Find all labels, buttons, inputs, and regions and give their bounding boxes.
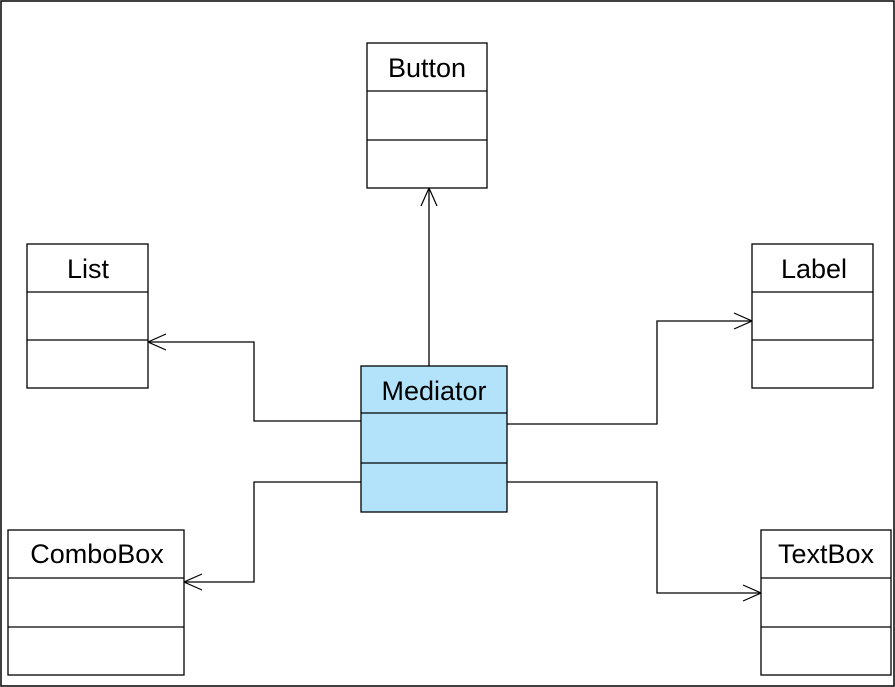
class-textbox[interactable]: TextBox [760, 529, 892, 676]
association-mediator-list [148, 342, 361, 422]
association-mediator-label [507, 321, 752, 425]
class-list[interactable]: List [26, 243, 149, 389]
class-combobox-box [7, 529, 185, 676]
class-combobox-name: ComboBox [30, 539, 164, 569]
association-mediator-textbox [507, 481, 761, 593]
class-button-box [366, 42, 488, 189]
class-list-name: List [67, 254, 110, 284]
class-label-box [751, 243, 874, 389]
class-textbox-name: TextBox [778, 539, 875, 569]
class-combobox[interactable]: ComboBox [7, 529, 185, 676]
association-mediator-combobox [184, 481, 361, 582]
class-mediator[interactable]: Mediator [360, 365, 508, 513]
class-list-box [26, 243, 149, 389]
class-label-name: Label [781, 254, 847, 284]
class-textbox-box [760, 529, 892, 676]
class-mediator-box [360, 365, 508, 513]
class-mediator-name: Mediator [381, 376, 486, 406]
class-label[interactable]: Label [751, 243, 874, 389]
class-button[interactable]: Button [366, 42, 488, 189]
class-button-name: Button [388, 53, 466, 83]
associations [148, 188, 761, 593]
